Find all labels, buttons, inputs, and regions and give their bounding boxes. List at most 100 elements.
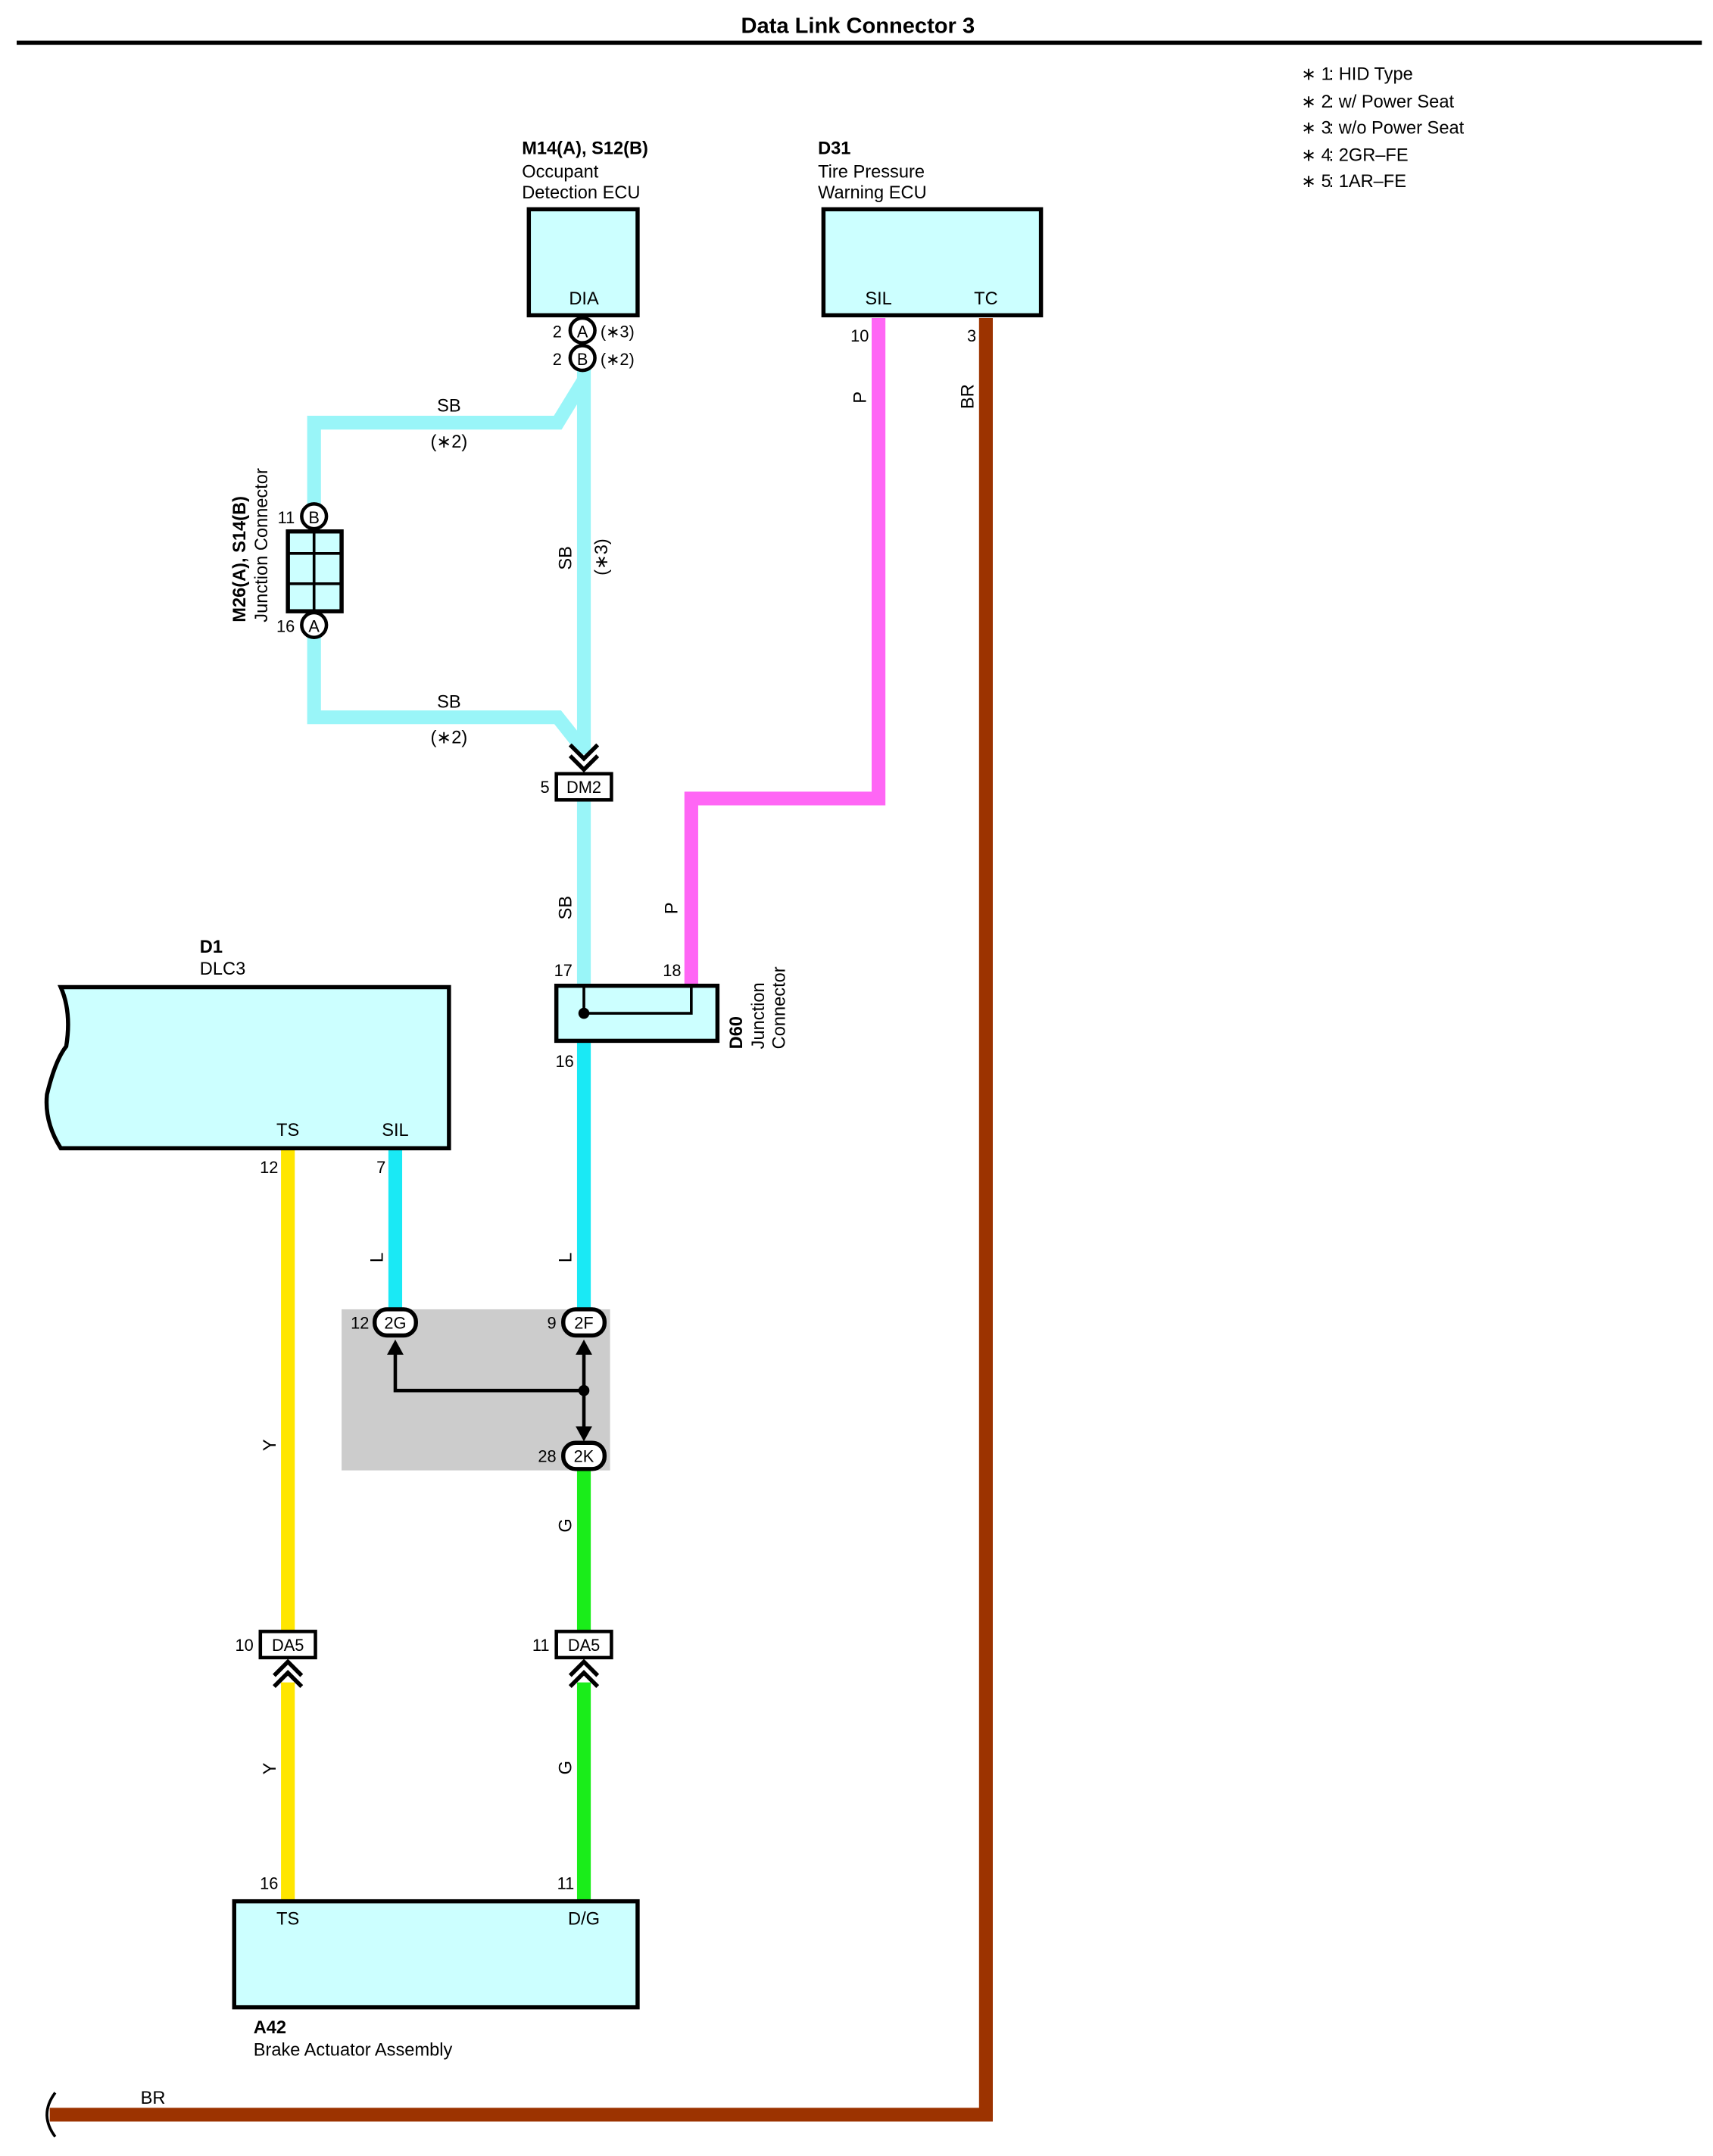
label-y-lower: Y [261,1762,280,1774]
label-sb-main: SB [557,546,576,570]
tpms-ecu-name-line1: Tire Pressure [818,163,925,183]
d60-name-line2: Connector [769,966,789,1049]
label-br-bottom: BR [141,2089,166,2108]
occupant-ecu-box [526,207,640,318]
d60-splice-dot [578,1007,590,1019]
connector-da5-right: DA5 11 [532,1630,613,1688]
jc-m26-connector-a: A [308,616,320,635]
dlc3-pin-ts: 12 [260,1158,278,1177]
note-3-mark: ∗ 3 [1301,118,1331,138]
occupant-pin-b: 2 [553,350,562,369]
wire-p [684,317,886,986]
connector-2k-pin: 28 [538,1447,556,1466]
connector-2f-shape [561,1307,607,1338]
brake-actuator-pin-dg: 11 [557,1874,575,1892]
jc-m26-name: Junction Connector [252,468,272,622]
d60-pin-17: 17 [554,961,573,980]
wire-labels: SB (∗2) SB (∗2) SB (∗3) SB P P BR BR L L… [141,384,978,2108]
d60-code: D60 [727,1016,747,1049]
label-sb-lower-note: (∗2) [431,729,468,748]
connector-dm2: DM2 5 [540,743,613,802]
wire-sb-lower-branch [307,635,590,755]
tpms-terminal-tc: TC [974,289,998,309]
brake-actuator-box [232,1899,640,2010]
label-y-upper: Y [261,1439,280,1451]
brake-actuator-name: Brake Actuator Assembly [254,2040,453,2060]
brake-actuator-terminal-ts: TS [276,1910,299,1930]
dlc3-name: DLC3 [200,959,245,979]
brake-actuator-code: A42 [254,2018,286,2038]
tpms-terminal-sil: SIL [865,289,891,309]
d60-pin-16: 16 [555,1052,573,1071]
dlc3-code: D1 [200,938,223,957]
jc-m26-pin-a: 16 [276,616,295,635]
note-5-mark: ∗ 5 [1301,172,1331,192]
label-br-vertical: BR [959,384,978,409]
connector-2f-pin: 9 [548,1313,557,1332]
connector-2k-shape [561,1440,607,1471]
note-2-text: : w/ Power Seat [1329,92,1455,112]
arrow-2k [576,1426,592,1442]
arrow-2g [387,1339,404,1355]
da5-right-box [554,1630,613,1660]
note-4-text: : 2GR–FE [1329,146,1409,166]
jc-m26-connector-a-circle [300,610,329,640]
occupant-pin-b-note: (∗2) [601,350,635,369]
label-sb-upper: SB [437,397,461,417]
junction-connector-d60: 17 18 16 D60 Junction Connector [554,961,790,1071]
label-g-lower: G [557,1761,576,1774]
label-p-upper: P [851,392,871,404]
dlc3-connector: D1 DLC3 TS SIL 12 7 [44,938,451,1177]
da5-left-label: DA5 [272,1636,304,1655]
label-l-left: L [368,1253,388,1262]
notes-legend: ∗ 1 : HID Type ∗ 2 : w/ Power Seat ∗ 3 :… [1301,64,1464,192]
wire-sb-upper-branch [307,376,590,506]
connector-a-circle [568,316,597,345]
label-l-right: L [557,1253,576,1262]
label-sb-main-note: (∗3) [592,538,612,576]
d60-pin-18: 18 [663,961,681,980]
junction-block: 2G 12 2F 9 2K 28 [342,1307,610,1471]
da5-right-label: DA5 [568,1636,600,1655]
label-p-lower: P [663,902,682,914]
connector-2g-pin: 12 [351,1313,369,1332]
dm2-box [554,772,613,802]
wires [49,317,993,2122]
da5-left-chevron-2 [273,1670,304,1688]
tpms-pin-tc: 3 [967,326,976,345]
brake-actuator-assembly: TS D/G 16 11 A42 Brake Actuator Assembly [232,1874,640,2060]
occupant-ecu-code: M14(A), S12(B) [522,139,648,159]
label-sb-upper-note: (∗2) [431,432,468,452]
note-4-mark: ∗ 4 [1301,146,1331,166]
note-2-mark: ∗ 2 [1301,92,1331,112]
connector-b-circle [568,344,597,373]
note-3-text: : w/o Power Seat [1329,118,1465,138]
dlc3-terminal-sil: SIL [382,1121,408,1140]
arrow-2f [576,1339,592,1355]
connector-da5-left: DA5 10 [235,1630,317,1688]
dlc3-box [44,984,451,1150]
connector-2f-label: 2F [574,1313,593,1332]
dlc3-terminal-ts: TS [276,1121,299,1140]
tpms-pin-sil: 10 [850,326,869,345]
da5-left-box [258,1630,317,1660]
junction-connector-m26: M26(A), S14(B) Junction Connector B 11 A… [230,468,344,640]
occupant-pin-a-note: (∗3) [601,322,635,341]
tpms-ecu-box [821,207,1044,318]
da5-left-chevron-1 [273,1658,304,1677]
dm2-label: DM2 [566,778,601,797]
d60-name-line1: Junction [749,982,769,1049]
jc-m26-pin-b: 11 [278,508,295,527]
label-sb-lower: SB [437,692,461,712]
occupant-ecu-name-line1: Occupant [522,163,599,183]
tire-pressure-warning-ecu: D31 Tire Pressure Warning ECU SIL TC 10 … [818,139,1044,345]
note-1-text: : HID Type [1329,64,1413,84]
dm2-pin: 5 [540,778,549,797]
jc-m26-code: M26(A), S14(B) [230,496,250,622]
note-1-mark: ∗ 1 [1301,64,1331,84]
da5-right-chevron-1 [568,1658,600,1677]
jc-m26-connector-b-circle [300,502,329,531]
d60-internal-link [582,985,693,1015]
jc-m26-connector-b: B [308,508,320,527]
